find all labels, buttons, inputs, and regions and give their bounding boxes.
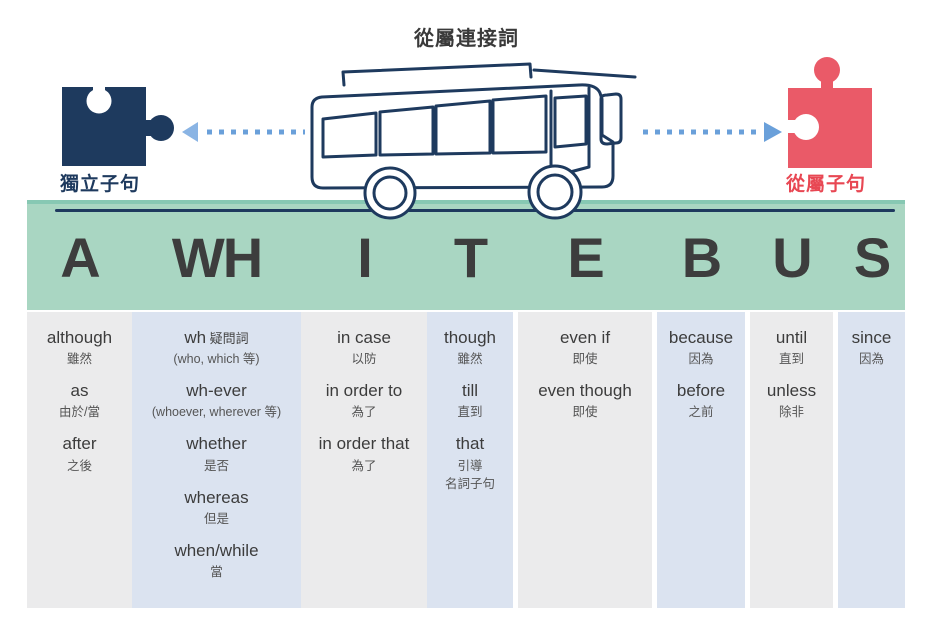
column-A: although 雖然 as 由於/當 after 之後 [27, 312, 132, 608]
conjunction-english: after [62, 434, 97, 454]
conjunction-chinese: 雖然 [457, 352, 483, 367]
conjunction-english: in order to [325, 381, 403, 401]
conjunction-chinese: 直到 [457, 405, 483, 420]
conjunction-english: although [46, 328, 113, 347]
conjunction-entry: even if 即使 [518, 327, 652, 368]
mnemonic-letter-U: U [772, 226, 812, 289]
conjunction-chinese: 之後 [66, 458, 92, 473]
conjunction-english-note: 疑問詞 [206, 331, 249, 346]
conjunction-chinese: 為了 [351, 458, 377, 473]
conjunction-english: wh 疑問詞 [184, 328, 249, 347]
conjunction-entry: until 直到 [750, 327, 833, 368]
conjunction-entry: as 由於/當 [27, 380, 132, 421]
conjunction-english: as [70, 381, 89, 401]
conjunction-chinese: 由於/當 [59, 405, 100, 420]
column-S: since 因為 [838, 312, 905, 608]
conjunction-english: in order that [318, 434, 410, 454]
column-B: because 因為 before 之前 [657, 312, 745, 608]
conjunction-chinese: 直到 [778, 352, 804, 367]
conjunction-english: because [668, 328, 734, 347]
conjunction-chinese: 即使 [572, 405, 598, 420]
conjunction-english: since [851, 328, 892, 347]
mnemonic-letter-E: E [567, 226, 604, 289]
mnemonic-letter-I: I [357, 226, 373, 289]
conjunction-entry: though 雖然 [427, 327, 513, 368]
conjunction-entry: in order to 為了 [301, 380, 427, 421]
conjunction-entry: whether 是否 [132, 433, 301, 474]
column-I: in case 以防 in order to 為了 in order that 為了 [301, 312, 427, 608]
mnemonic-letter-T: T [453, 226, 488, 289]
conjunction-entry: since 因為 [838, 327, 905, 368]
mnemonic-letter-B: B [681, 226, 722, 289]
independent-clause-label: 獨立子句 [60, 174, 141, 195]
conjunction-chinese: 除非 [778, 405, 804, 420]
conjunction-english: even if [559, 328, 611, 347]
column-T: though 雖然 till 直到 that 引導 名詞子句 [427, 312, 513, 608]
dependent-clause-label: 從屬子句 [786, 174, 867, 195]
conjunction-chinese: 引導 名詞子句 [444, 458, 495, 491]
conjunction-chinese: (who, which 等) [173, 352, 260, 367]
conjunction-chinese: 因為 [858, 352, 884, 367]
conjunction-entry: in case 以防 [301, 327, 427, 368]
conjunction-entry: because 因為 [657, 327, 745, 368]
conjunction-entry: wh-ever (whoever, wherever 等) [132, 380, 301, 421]
mnemonic-letter-WH: WH [171, 226, 263, 289]
conjunction-english: in case [337, 328, 391, 347]
conjunction-chinese: 之前 [688, 405, 714, 420]
conjunction-entry: unless 除非 [750, 380, 833, 421]
conjunction-chinese: 當 [210, 564, 223, 579]
conjunction-columns: although 雖然 as 由於/當 after 之後 wh 疑問詞 (who, which… [27, 312, 905, 608]
conjunction-english: before [676, 381, 726, 401]
conjunction-english: wh-ever [186, 381, 247, 401]
dependent-clause-puzzle-icon [786, 57, 872, 168]
conjunction-chinese: 是否 [203, 458, 229, 473]
conjunction-chinese: (whoever, wherever 等) [151, 405, 282, 420]
dashed-arrow-right-icon [643, 122, 782, 142]
conjunction-english: whereas [184, 487, 249, 507]
conjunction-entry: whereas 但是 [132, 487, 301, 528]
conjunction-entry: that 引導 名詞子句 [427, 433, 513, 492]
conjunction-chinese: 為了 [351, 405, 377, 420]
independent-clause-puzzle-icon [62, 85, 174, 166]
conjunction-chinese: 即使 [572, 352, 598, 367]
conjunction-english: unless [766, 381, 817, 401]
conjunction-entry: after 之後 [27, 433, 132, 474]
conjunction-chinese: 但是 [203, 511, 229, 526]
conjunction-chinese: 因為 [688, 352, 714, 367]
conjunction-entry: although 雖然 [27, 327, 132, 368]
conjunction-english: until [775, 328, 808, 347]
conjunction-entry: even though 即使 [518, 380, 652, 421]
dashed-arrow-left-icon [182, 122, 305, 142]
conjunction-entry: before 之前 [657, 380, 745, 421]
conjunction-entry: till 直到 [427, 380, 513, 421]
mnemonic-letter-S: S [853, 226, 891, 289]
bus-line-art-icon [310, 62, 637, 220]
conjunction-english: even though [538, 381, 632, 401]
conjunction-entry: in order that 為了 [301, 433, 427, 474]
column-E: even if 即使 even though 即使 [518, 312, 652, 608]
column-WH: wh 疑問詞 (who, which 等) wh-ever (whoever, whe… [132, 312, 301, 608]
conjunction-english: till [461, 381, 479, 401]
column-U: until 直到 unless 除非 [750, 312, 833, 608]
conjunction-entry: when/while 當 [132, 540, 301, 581]
conjunction-english: whether [186, 434, 247, 454]
conjunction-english: that [455, 434, 485, 454]
mnemonic-letter-A: A [60, 226, 100, 289]
conjunction-chinese: 雖然 [66, 352, 92, 367]
ground-line [55, 209, 895, 212]
conjunction-english: though [444, 328, 496, 347]
page-title: 從屬連接詞 [414, 28, 519, 50]
conjunction-entry: wh 疑問詞 (who, which 等) [132, 327, 301, 368]
conjunction-chinese: 以防 [351, 352, 377, 367]
conjunction-english: when/while [174, 540, 259, 560]
